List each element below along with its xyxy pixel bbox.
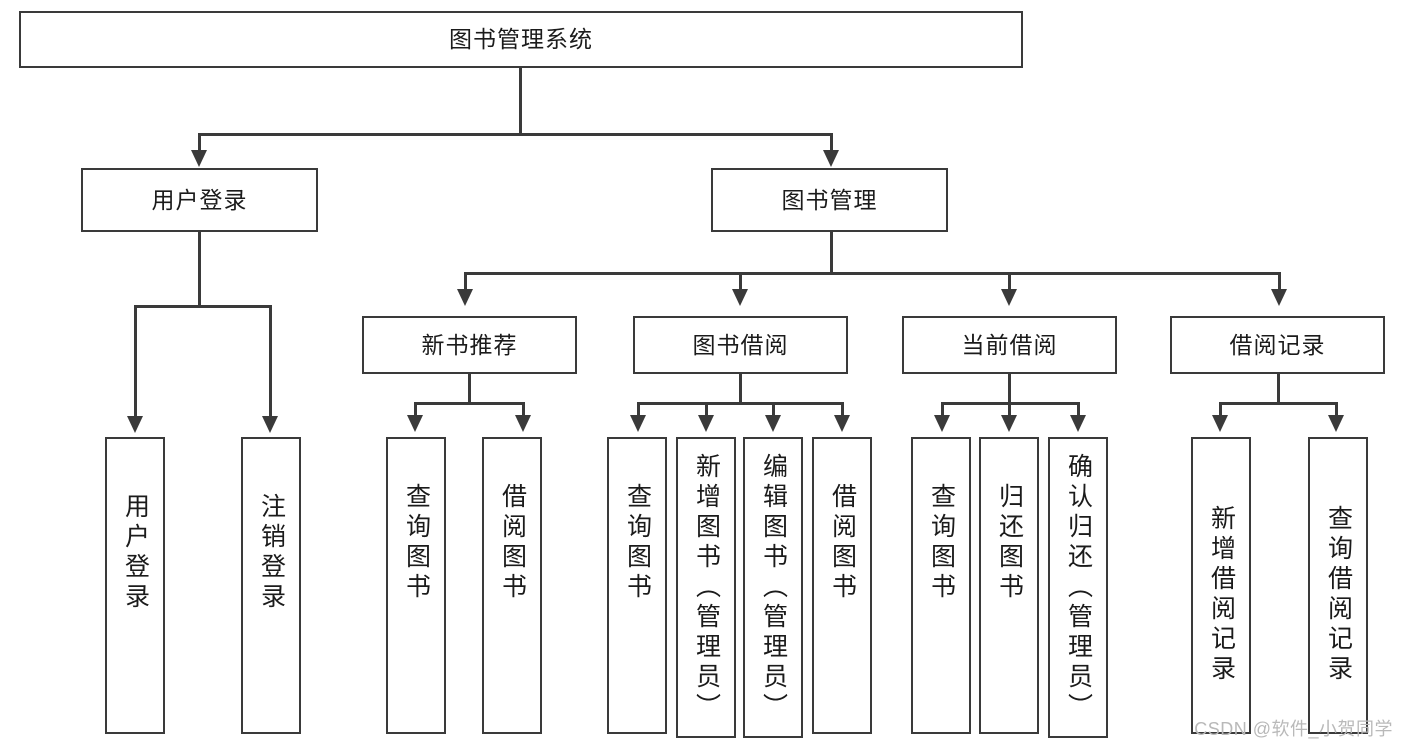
connector-to-book-borrow: [739, 272, 742, 290]
leaf-logout[interactable]: 注销登录: [241, 437, 301, 734]
arrow-to-borrow-record: [1271, 289, 1287, 306]
node-label: 图书管理: [781, 186, 878, 213]
connector-current-borrow-l3: [1077, 402, 1080, 416]
connector-new-book-bus: [414, 402, 525, 405]
node-label: 查询图书: [623, 483, 652, 603]
connector-level3-bus: [464, 272, 1278, 275]
node-label: 借阅图书: [498, 483, 527, 603]
arrow-book-borrow-l3: [765, 415, 781, 432]
connector-borrow-record-stem: [1277, 374, 1280, 404]
arrow-current-borrow-l3: [1070, 415, 1086, 432]
leaf-query-book-borrow[interactable]: 查询图书: [607, 437, 667, 734]
arrow-book-borrow-l1: [630, 415, 646, 432]
leaf-query-book-recommend[interactable]: 查询图书: [386, 437, 446, 734]
connector-to-book-manage: [830, 133, 833, 151]
node-label: 新增图书（管理员）: [692, 453, 721, 723]
node-label: 归还图书: [995, 483, 1024, 603]
arrow-to-current-borrow: [1001, 289, 1017, 306]
node-book-borrow[interactable]: 图书借阅: [633, 316, 848, 374]
connector-new-book-l1: [414, 402, 417, 416]
arrow-book-borrow-l4: [834, 415, 850, 432]
node-label: 借阅记录: [1229, 331, 1326, 358]
arrow-to-book-manage: [823, 150, 839, 167]
connector-book-borrow-l1: [637, 402, 640, 416]
connector-user-login-stem: [198, 232, 201, 307]
node-label: 注销登录: [257, 493, 286, 613]
connector-book-manage-stem: [830, 232, 833, 274]
connector-to-current-borrow: [1008, 272, 1011, 290]
connector-to-borrow-record: [1278, 272, 1281, 290]
connector-user-login-left: [134, 305, 137, 417]
node-label: 编辑图书（管理员）: [759, 453, 788, 723]
arrow-to-user-login: [191, 150, 207, 167]
node-label: 查询图书: [927, 483, 956, 603]
arrow-book-borrow-l2: [698, 415, 714, 432]
node-label: 用户登录: [151, 186, 248, 213]
node-label: 图书管理系统: [449, 26, 593, 53]
connector-book-borrow-stem: [739, 374, 742, 404]
connector-to-user-login: [198, 133, 201, 151]
node-root-system[interactable]: 图书管理系统: [19, 11, 1023, 68]
connector-level2-bus: [198, 133, 832, 136]
node-label: 当前借阅: [961, 331, 1058, 358]
arrow-to-book-borrow: [732, 289, 748, 306]
node-book-manage[interactable]: 图书管理: [711, 168, 948, 232]
connector-borrow-record-l2: [1335, 402, 1338, 416]
arrow-borrow-record-l2: [1328, 415, 1344, 432]
node-label: 确认归还（管理员）: [1064, 453, 1093, 723]
node-borrow-record[interactable]: 借阅记录: [1170, 316, 1385, 374]
node-label: 用户登录: [121, 493, 150, 613]
leaf-query-borrow-record[interactable]: 查询借阅记录: [1308, 437, 1368, 734]
node-label: 借阅图书: [828, 483, 857, 603]
leaf-return-book[interactable]: 归还图书: [979, 437, 1039, 734]
connector-root-stem: [519, 68, 522, 135]
connector-current-borrow-stem: [1008, 374, 1011, 404]
connector-book-borrow-bus: [637, 402, 842, 405]
connector-user-login-right: [269, 305, 272, 417]
connector-new-book-stem: [468, 374, 471, 404]
connector-book-borrow-l4: [841, 402, 844, 416]
node-user-login[interactable]: 用户登录: [81, 168, 318, 232]
connector-borrow-record-bus: [1219, 402, 1338, 405]
leaf-query-book-current[interactable]: 查询图书: [911, 437, 971, 734]
arrow-new-book-l1: [407, 415, 423, 432]
node-new-book-recommend[interactable]: 新书推荐: [362, 316, 577, 374]
arrow-new-book-l2: [515, 415, 531, 432]
leaf-add-borrow-record[interactable]: 新增借阅记录: [1191, 437, 1251, 734]
connector-to-new-book: [464, 272, 467, 290]
arrow-user-login-left: [127, 416, 143, 433]
connector-current-borrow-l2: [1008, 402, 1011, 416]
arrow-user-login-right: [262, 416, 278, 433]
arrow-current-borrow-l2: [1001, 415, 1017, 432]
leaf-edit-book-admin[interactable]: 编辑图书（管理员）: [743, 437, 803, 738]
connector-current-borrow-l1: [941, 402, 944, 416]
connector-new-book-l2: [522, 402, 525, 416]
arrow-to-new-book: [457, 289, 473, 306]
node-label: 查询借阅记录: [1324, 505, 1353, 685]
node-label: 查询图书: [402, 483, 431, 603]
connector-user-login-bus: [134, 305, 271, 308]
leaf-borrow-book-recommend[interactable]: 借阅图书: [482, 437, 542, 734]
leaf-user-login[interactable]: 用户登录: [105, 437, 165, 734]
connector-book-borrow-l2: [705, 402, 708, 416]
connector-borrow-record-l1: [1219, 402, 1222, 416]
arrow-current-borrow-l1: [934, 415, 950, 432]
leaf-add-book-admin[interactable]: 新增图书（管理员）: [676, 437, 736, 738]
node-label: 新书推荐: [421, 331, 518, 358]
leaf-confirm-return-admin[interactable]: 确认归还（管理员）: [1048, 437, 1108, 738]
node-label: 新增借阅记录: [1207, 505, 1236, 685]
arrow-borrow-record-l1: [1212, 415, 1228, 432]
leaf-borrow-book[interactable]: 借阅图书: [812, 437, 872, 734]
connector-book-borrow-l3: [772, 402, 775, 416]
node-current-borrow[interactable]: 当前借阅: [902, 316, 1117, 374]
node-label: 图书借阅: [692, 331, 789, 358]
